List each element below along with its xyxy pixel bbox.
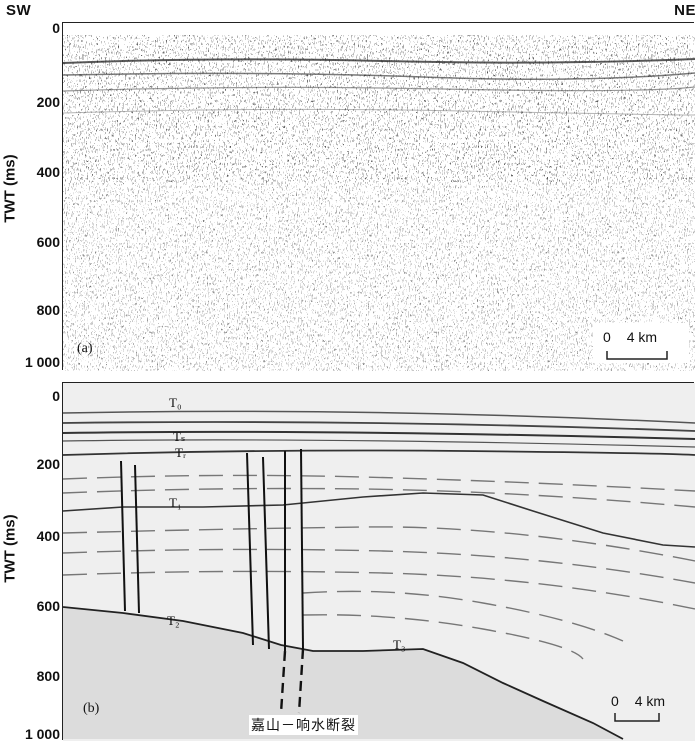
y-axis-label-b: TWT (ms) [1, 514, 19, 583]
panel-a-label: (a) [77, 341, 93, 356]
y-axis-label-a: TWT (ms) [1, 154, 19, 223]
tick-b-0: 0 [52, 388, 60, 404]
tick-a-600: 600 [36, 234, 60, 250]
panel-b-interpretation: (b) T₀ Tₛ Tᵣ T₁ T₂ T₃ 0 4 km 嘉山－响水断裂 [62, 382, 695, 741]
tick-a-800: 800 [36, 302, 60, 318]
scale-zero-b: 0 [611, 693, 619, 709]
panel-a-scale-bar: 0 4 km [603, 329, 668, 360]
tick-b-800: 800 [36, 668, 60, 684]
panel-b-label: (b) [83, 701, 100, 716]
tick-a-0: 0 [52, 20, 60, 36]
scale-zero: 0 [603, 329, 611, 345]
seismic-noise [63, 23, 695, 371]
horizon-label-t2: T₂ [167, 613, 180, 628]
horizon-label-tr: Tᵣ [175, 445, 186, 460]
scale-length: 4 km [626, 329, 658, 345]
tick-b-400: 400 [36, 528, 60, 544]
horizon-label-t0: T₀ [169, 395, 182, 410]
tick-b-600: 600 [36, 598, 60, 614]
fault-name-label: 嘉山－响水断裂 [249, 715, 358, 735]
tick-b-1000: 1 000 [24, 726, 60, 742]
horizon-label-t3: T₃ [393, 637, 406, 652]
direction-ne: NE [674, 2, 696, 19]
tick-a-400: 400 [36, 164, 60, 180]
horizon-label-ts: Tₛ [173, 429, 186, 444]
interpreted-section [63, 383, 695, 741]
horizon-label-t1: T₁ [169, 495, 182, 510]
tick-b-200: 200 [36, 456, 60, 472]
scale-length-b: 4 km [634, 693, 666, 709]
panel-b-scale-bar: 0 4 km [611, 693, 665, 709]
panel-a-seismic-section: (a) 0 4 km [62, 22, 695, 371]
scale-bar-line [606, 351, 668, 360]
tick-a-1000: 1 000 [24, 354, 60, 370]
tick-a-200: 200 [36, 94, 60, 110]
direction-sw: SW [6, 2, 32, 19]
